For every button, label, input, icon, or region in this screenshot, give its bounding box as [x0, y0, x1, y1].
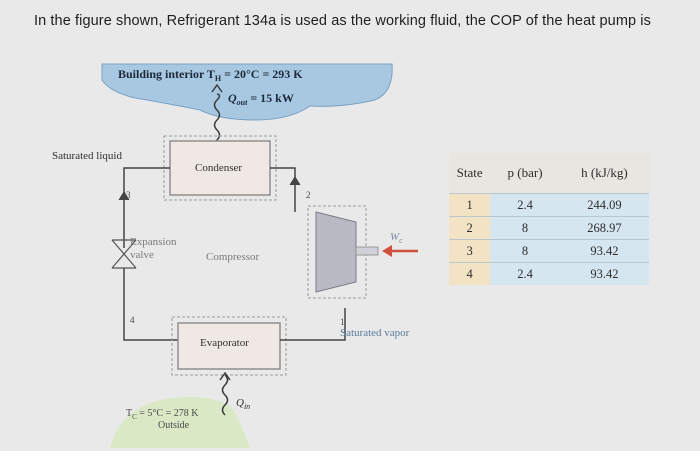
table-header-pressure: p (bar) — [490, 153, 560, 194]
heat-pump-diagram: Building interior TH = 20°C = 293 K Qout… — [52, 63, 418, 448]
table-header-row: State p (bar) h (kJ/kg) — [449, 153, 649, 194]
liquid-line — [123, 167, 170, 248]
building-interior-label: Building interior T — [118, 67, 215, 81]
table-cell-state: 1 — [449, 193, 491, 217]
q-in-heat-arrow — [221, 374, 229, 416]
table-row: 2 8 268.97 — [449, 216, 649, 240]
condenser-box — [169, 140, 271, 196]
compressor-shaft — [355, 246, 379, 256]
two-phase-line — [123, 268, 178, 341]
table-header-state: State — [449, 153, 491, 194]
state-4-label: 4 — [130, 315, 135, 325]
vapor-line — [280, 308, 346, 341]
evaporator-box — [177, 322, 281, 370]
q-out-value: = 15 kW — [247, 91, 294, 105]
building-interior-sub: H — [215, 74, 222, 83]
table-row: 4 2.4 93.42 — [449, 262, 649, 285]
outside-temp-value: = 5°C = 278 K — [137, 408, 199, 419]
building-interior-region — [101, 63, 393, 121]
table-cell-enthalpy: 93.42 — [559, 239, 649, 263]
expansion-valve-label-2: valve — [130, 249, 154, 261]
outside-label: Outside — [158, 420, 190, 431]
outside-region — [110, 396, 250, 448]
q-out-heat-arrow — [213, 93, 221, 151]
outside-temp-sub: C — [132, 413, 137, 421]
outside-temp-label: T — [126, 408, 132, 419]
svg-text:Qin: Qin — [236, 397, 250, 411]
table-cell-state: 4 — [449, 262, 491, 285]
table-row: 1 2.4 244.09 — [449, 193, 649, 217]
expansion-valve-symbol — [111, 239, 137, 269]
table-cell-pressure: 2.4 — [490, 262, 560, 285]
condenser-label: Condenser — [195, 162, 242, 174]
svg-text:Wc: Wc — [390, 231, 403, 245]
table-cell-pressure: 8 — [490, 216, 560, 240]
expansion-valve-label-1: Expansion — [130, 236, 177, 248]
table-cell-pressure: 8 — [490, 239, 560, 263]
evaporator-label: Evaporator — [200, 337, 249, 349]
saturated-vapor-label: Saturated vapor — [340, 327, 410, 339]
svg-text:Building interior TH = 20°C =: Building interior TH = 20°C = 293 K — [118, 67, 303, 83]
q-in-label: Q — [236, 397, 244, 409]
state-2-label: 2 — [306, 190, 311, 200]
discharge-line — [270, 167, 296, 212]
compressor-label: Compressor — [206, 251, 260, 263]
work-input-sub: c — [399, 236, 403, 245]
table-cell-state: 2 — [449, 216, 491, 240]
state-3-label: 3 — [126, 190, 131, 200]
table-row: 3 8 93.42 — [449, 239, 649, 263]
q-out-label: Q — [228, 91, 237, 105]
table-cell-enthalpy: 244.09 — [559, 193, 649, 217]
q-out-sub: out — [237, 98, 248, 107]
table-cell-state: 3 — [449, 239, 491, 263]
q-in-sub: in — [244, 402, 250, 411]
compressor-body — [315, 211, 357, 293]
svg-text:Qout = 15 kW: Qout = 15 kW — [228, 91, 294, 107]
state-property-table: State p (bar) h (kJ/kg) 1 2.4 244.09 2 8… — [449, 153, 649, 285]
table-cell-pressure: 2.4 — [490, 193, 560, 217]
work-input-label: W — [390, 231, 400, 243]
table-header-enthalpy: h (kJ/kg) — [559, 153, 649, 194]
table-cell-enthalpy: 268.97 — [559, 216, 649, 240]
building-interior-value: = 20°C = 293 K — [221, 67, 303, 81]
question-text: In the figure shown, Refrigerant 134a is… — [34, 13, 651, 29]
svg-text:TC = 5°C = 278 K: TC = 5°C = 278 K — [126, 408, 199, 421]
saturated-liquid-label: Saturated liquid — [52, 150, 122, 162]
table-cell-enthalpy: 93.42 — [559, 262, 649, 285]
state-1-label: 1 — [340, 317, 345, 327]
